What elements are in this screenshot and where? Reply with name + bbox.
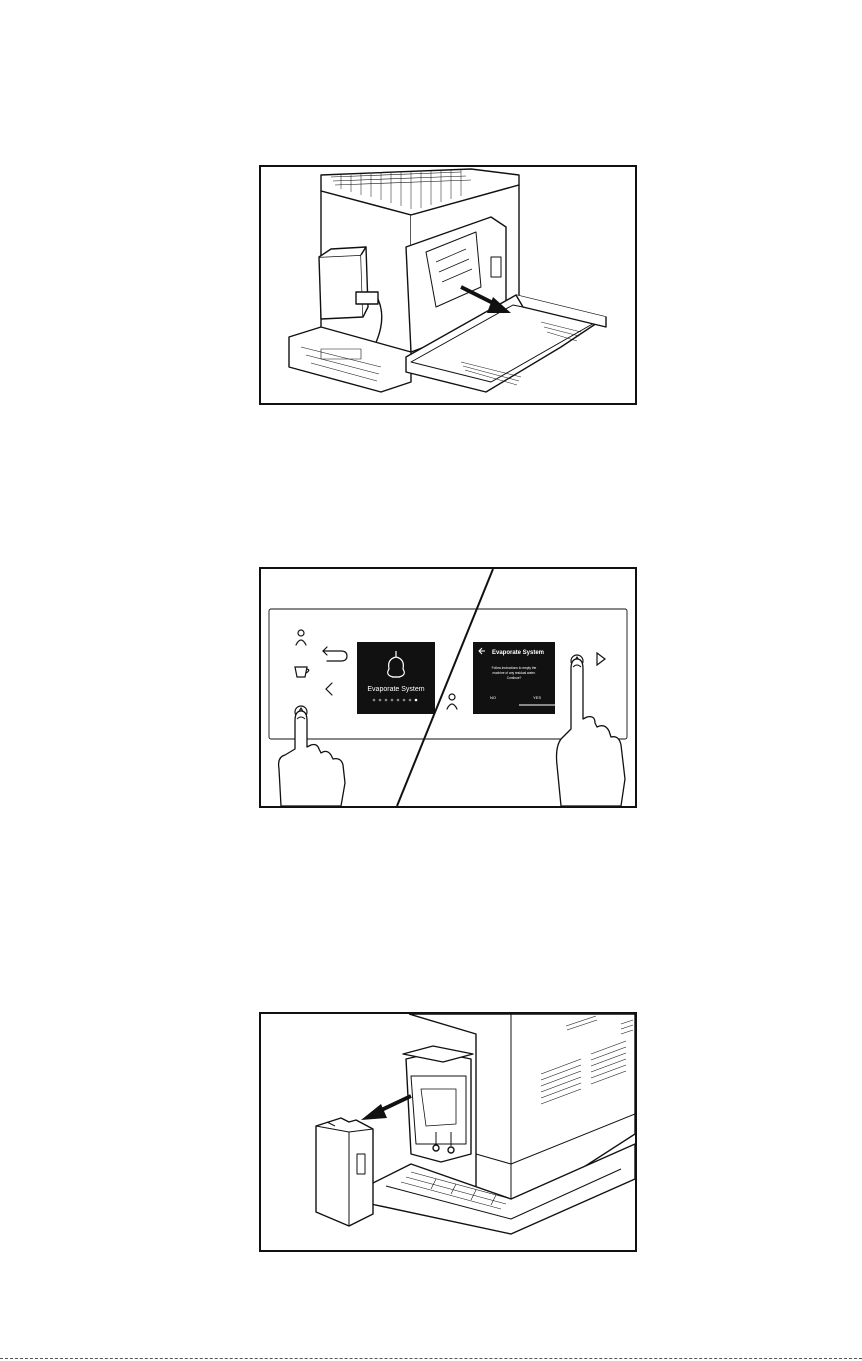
machine-front-cover-illustration [261, 1014, 635, 1250]
arrow-icon [361, 1096, 411, 1120]
no-button[interactable]: NO [490, 695, 496, 700]
right-screen-title: Evaporate System [492, 650, 544, 656]
figure-remove-front-cover [259, 1012, 637, 1252]
machine-side-door-illustration [261, 167, 635, 403]
pointing-hand-icon [557, 659, 626, 806]
profile-icon [447, 694, 457, 709]
control-panel-illustration: Evaporate System Evaporate System Follow… [261, 569, 635, 806]
left-screen-title: Evaporate System [367, 686, 424, 693]
figure-evaporate-system: Evaporate System Evaporate System Follow… [259, 567, 637, 808]
back-icon [323, 647, 347, 661]
play-icon [597, 653, 605, 665]
right-screen-message-1: Follow instructions to empty the [492, 666, 537, 670]
right-screen-message-3: Continue? [507, 676, 522, 680]
pointing-hand-icon [279, 711, 345, 806]
cup-icon [295, 667, 309, 677]
right-screen-message-2: machine of any residual water. [492, 671, 535, 675]
profile-icon [296, 630, 306, 645]
bottom-dashed-rule [0, 1358, 862, 1359]
chevron-left-icon [326, 683, 332, 695]
figure-open-side-door [259, 165, 637, 405]
yes-button[interactable]: YES [533, 695, 541, 700]
